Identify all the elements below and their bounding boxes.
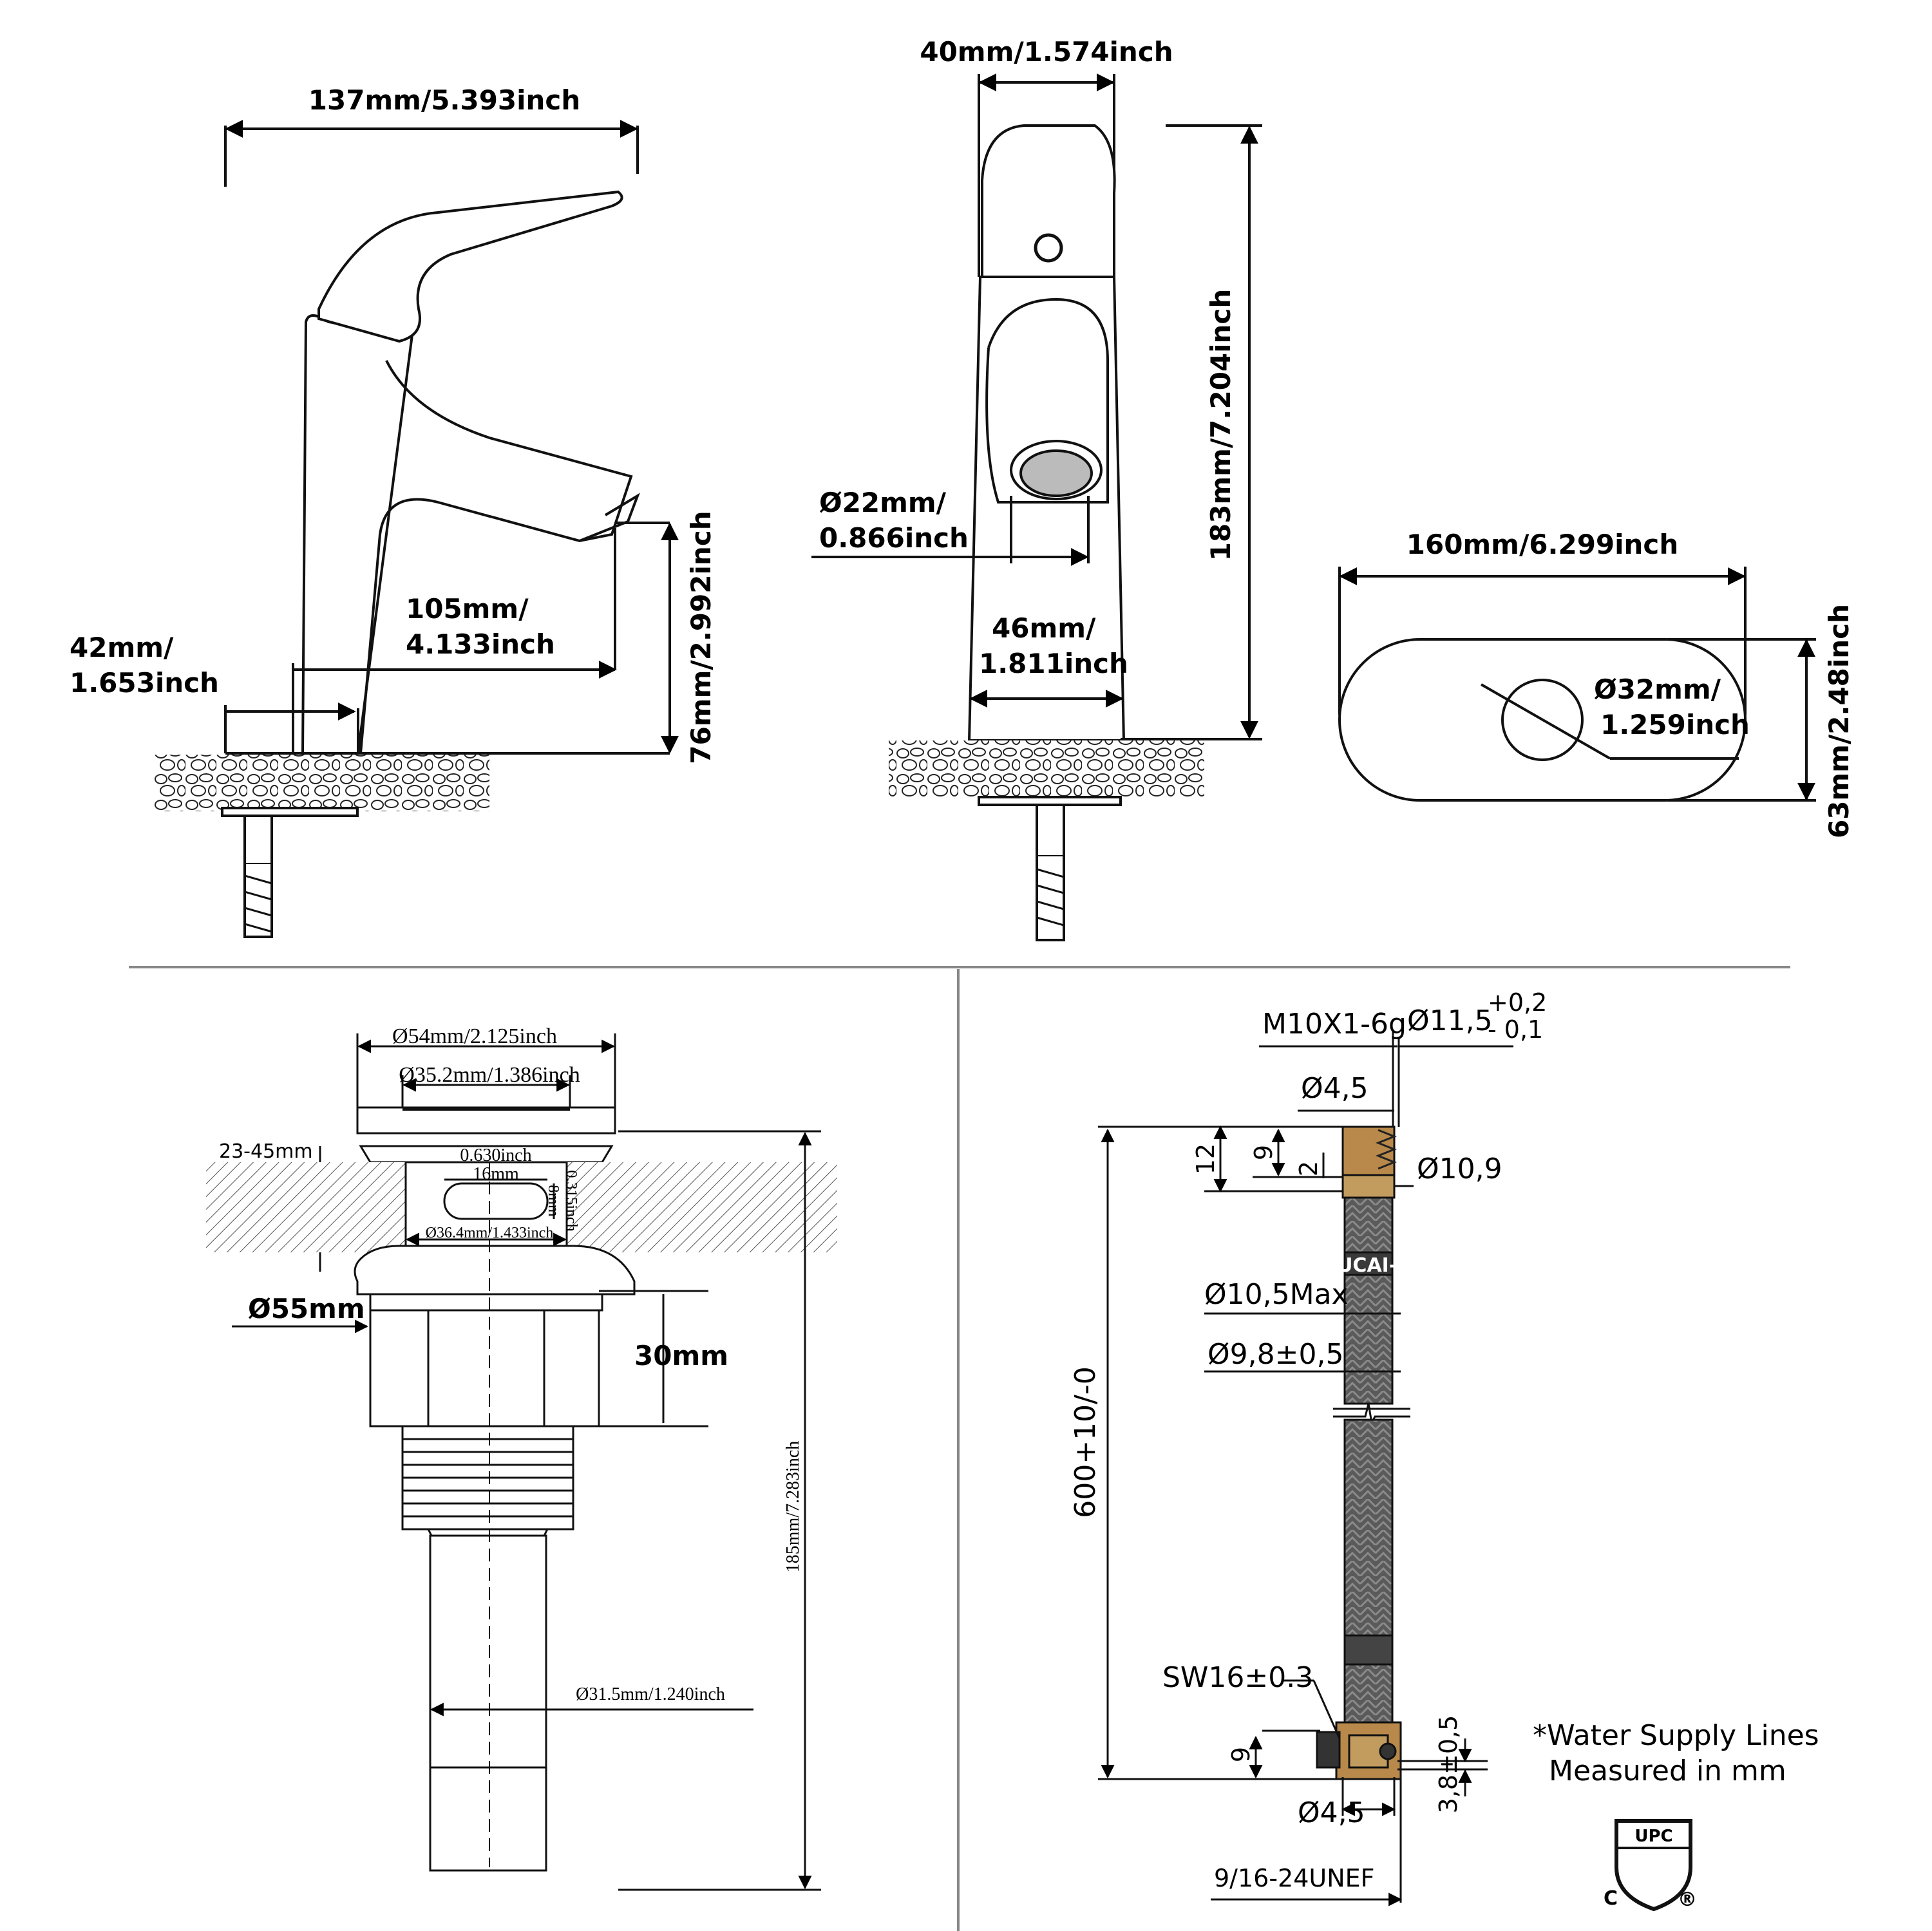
upc-mark-text: UPC: [1634, 1827, 1672, 1846]
drain-slot-mm-label: 16mm: [473, 1164, 519, 1184]
hose-nut-offset-label: 3,8±0,5: [1434, 1715, 1463, 1814]
hose-dim-9-top: 9: [1249, 1145, 1278, 1160]
spout: [359, 360, 633, 754]
hose-tol-minus: - 0,1: [1488, 1015, 1543, 1044]
drain-flange-label: Ø55mm: [248, 1293, 365, 1324]
hose-dim-2: 2: [1294, 1161, 1323, 1176]
drain-nut-label: 30mm: [634, 1340, 728, 1371]
hose-dim-12: 12: [1191, 1144, 1220, 1174]
drain-length-label: 185mm/7.283inch: [783, 1441, 803, 1573]
drain-inner-label: Ø35.2mm/1.386inch: [399, 1063, 580, 1087]
hose-outer-dia-label: Ø11,5: [1407, 1004, 1493, 1037]
hose-sw-label: SW16±0.3: [1162, 1661, 1313, 1694]
hose-ferrule-label: Ø10,9: [1417, 1153, 1502, 1185]
hose-max-dia-label: Ø10,5Max: [1204, 1278, 1349, 1311]
braided-hose-upper: [1343, 1196, 1394, 1405]
front-view: [811, 73, 1262, 941]
sink-section-right: [567, 1162, 837, 1252]
drain-nut: [369, 1309, 600, 1427]
hose-view: [1098, 1030, 1513, 1907]
drain-slot-inch-label: 0.630inch: [460, 1145, 531, 1165]
hose-brand-text: TUCAI-H: [1324, 1254, 1414, 1277]
drain-view: [206, 1033, 837, 1891]
front-aerator-label-2: 0.866inch: [819, 522, 969, 554]
drain-slot-h-mm-label: 8mm: [545, 1185, 562, 1217]
upc-c-text: C: [1604, 1887, 1618, 1910]
side-reach-label-2: 4.133inch: [406, 628, 555, 660]
hose-thread-top-label: M10X1-6g: [1262, 1008, 1406, 1041]
front-top-width-label: 40mm/1.574inch: [920, 36, 1173, 68]
aerator: [579, 493, 640, 542]
lever-handle: [317, 190, 623, 343]
drain-hole-label: Ø36.4mm/1.433inch: [426, 1225, 554, 1241]
drain-flange: [354, 1245, 636, 1295]
hose-inner-bottom-label: Ø4,5: [1298, 1796, 1365, 1829]
hose-tol-plus: +0,2: [1488, 988, 1547, 1017]
overflow-slot: [443, 1182, 549, 1220]
plate-length-label: 160mm/6.299inch: [1406, 529, 1678, 560]
base-plate-view: [1338, 567, 1816, 802]
front-spout: [985, 297, 1109, 504]
note-line-2: Measured in mm: [1549, 1755, 1786, 1787]
drain-cap: [356, 1106, 616, 1135]
note-line-1: *Water Supply Lines: [1533, 1719, 1819, 1752]
hose-thread-bottom-label: 9/16-24UNEF: [1214, 1864, 1375, 1892]
front-mounting-stud: [1036, 856, 1065, 941]
drain-thickness-label: 23-45mm: [219, 1140, 313, 1163]
drain-slot-h-inch-label: 0.315inch: [563, 1170, 580, 1231]
plate-width-label: 63mm/2.48inch: [1823, 604, 1855, 838]
braided-hose-lower: [1343, 1418, 1394, 1724]
side-spout-height-label: 76mm/2.992inch: [685, 511, 717, 764]
front-height-label: 183mm/7.204inch: [1205, 289, 1236, 561]
plate-hole-label-2: 1.259inch: [1600, 709, 1750, 740]
hose-length-label: 600+10/-0: [1069, 1366, 1102, 1518]
drain-tailpiece: [429, 1534, 547, 1872]
faucet-body: [301, 314, 414, 755]
front-countertop: [889, 740, 1204, 798]
front-base-label-1: 46mm/: [992, 612, 1096, 644]
side-base-label-1: 42mm/: [70, 632, 174, 663]
front-handle: [981, 124, 1116, 278]
upc-r-text: ®: [1678, 1889, 1697, 1911]
hose-dim-9-bottom: 9: [1227, 1747, 1255, 1762]
indicator-dot: [1034, 233, 1063, 263]
top-ferrule: [1341, 1174, 1396, 1199]
drain-tail-label: Ø31.5mm/1.240inch: [576, 1684, 725, 1704]
upc-certification-logo: [1615, 1819, 1692, 1912]
plate-hole-label-1: Ø32mm/: [1594, 673, 1721, 705]
countertop: [155, 755, 489, 811]
hose-inner-top-label: Ø4,5: [1301, 1072, 1368, 1105]
side-reach-label-1: 105mm/: [406, 593, 529, 625]
shield-icon: [1615, 1819, 1692, 1912]
side-width-label: 137mm/5.393inch: [308, 84, 580, 116]
hose-braid-dia-label: Ø9,8±0,5: [1208, 1338, 1343, 1371]
drain-cap-label: Ø54mm/2.125inch: [392, 1024, 557, 1048]
side-base-label-2: 1.653inch: [70, 667, 219, 699]
front-aerator-label-1: Ø22mm/: [819, 487, 947, 518]
front-base-label-2: 1.811inch: [979, 648, 1128, 679]
sink-section-left: [206, 1162, 406, 1252]
side-view: [155, 120, 679, 938]
